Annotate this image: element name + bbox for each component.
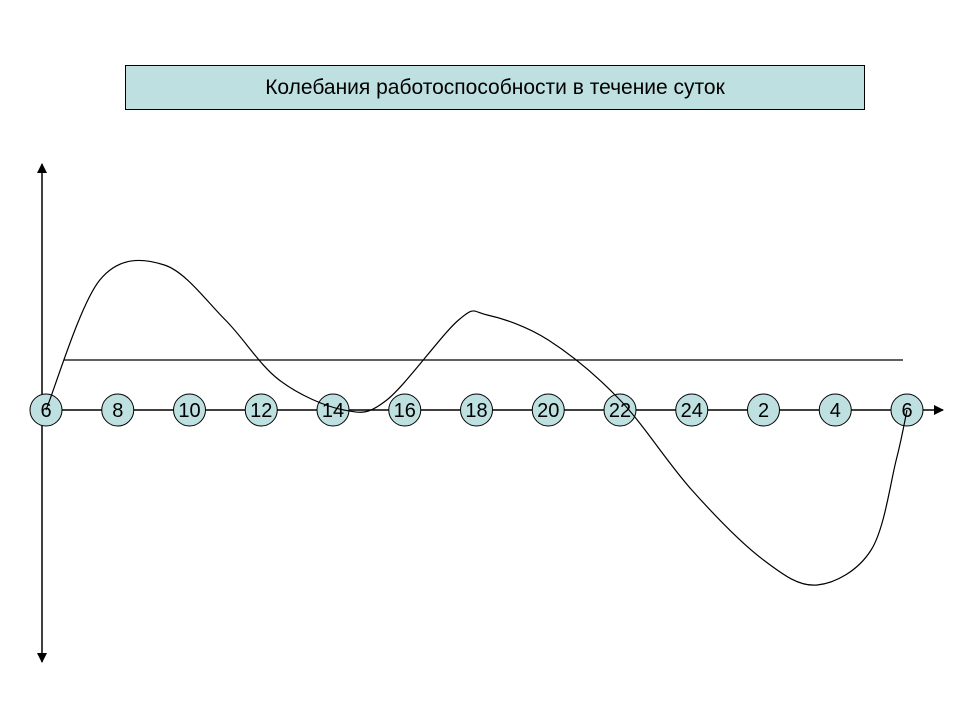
tick-circle [818, 393, 852, 427]
tick-label: 14 [322, 400, 344, 422]
tick-label: 18 [465, 400, 487, 422]
chart-title: Колебания работоспособности в течение су… [125, 65, 865, 110]
tick-label: 12 [250, 400, 272, 422]
tick-circle [747, 393, 780, 427]
tick-circle [244, 393, 278, 427]
tick-circle [460, 393, 493, 427]
tick-label: 2 [758, 400, 769, 422]
tick-label: 10 [178, 400, 200, 422]
tick-label: 6 [40, 400, 51, 422]
tick-label: 4 [830, 400, 841, 422]
tick-circle [316, 393, 350, 427]
performance-curve [45, 259, 908, 586]
tick-circle [675, 393, 709, 427]
tick-circle [101, 393, 135, 427]
tick-circle [531, 393, 565, 427]
tick-label: 16 [394, 400, 416, 422]
tick-label: 8 [112, 400, 123, 422]
tick-circle [173, 393, 206, 427]
tick-label: 24 [681, 400, 703, 422]
tick-label: 20 [537, 400, 559, 422]
tick-label: 22 [609, 400, 631, 422]
tick-circle [388, 393, 422, 427]
tick-circle [603, 393, 637, 427]
